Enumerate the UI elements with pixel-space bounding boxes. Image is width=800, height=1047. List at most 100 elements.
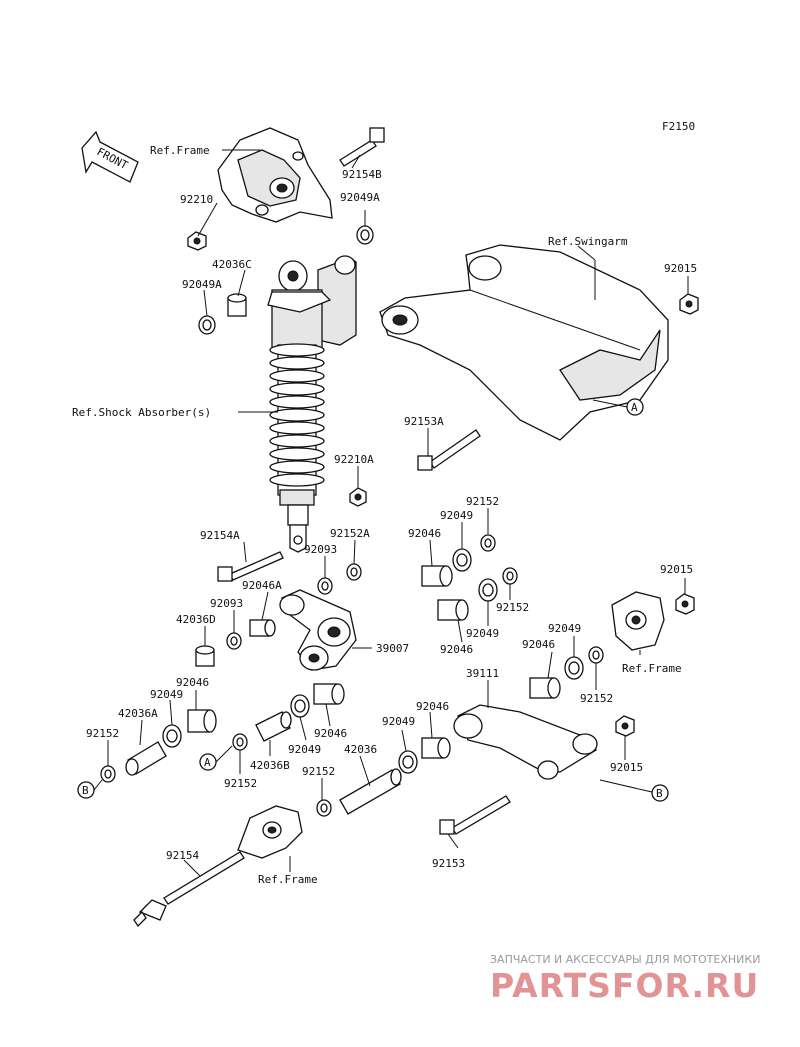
nut-92210 bbox=[187, 231, 207, 251]
ref-b-marker-right: B bbox=[651, 784, 669, 802]
washer-92049-top bbox=[452, 548, 472, 572]
frame-bracket-top bbox=[217, 127, 333, 223]
washer-92152a bbox=[346, 563, 362, 581]
label-92152-c: 92152 bbox=[224, 777, 257, 790]
svg-text:A: A bbox=[631, 401, 638, 414]
watermark: ЗАПЧАСТИ И АКСЕССУАРЫ ДЛЯ МОТОТЕХНИКИ PA… bbox=[490, 953, 760, 1005]
shock-lower bbox=[279, 489, 315, 553]
nut-92015-bottom bbox=[615, 715, 635, 737]
label-92153: 92153 bbox=[432, 857, 465, 870]
washer-92152-mid bbox=[502, 567, 518, 585]
label-92046a: 92046A bbox=[242, 579, 282, 592]
label-92093-a: 92093 bbox=[304, 543, 337, 556]
label-92154b: 92154B bbox=[342, 168, 382, 181]
bolt-92154b bbox=[339, 127, 385, 167]
label-42036a: 42036A bbox=[118, 707, 158, 720]
label-42036d: 42036D bbox=[176, 613, 216, 626]
bushing-92046-mid bbox=[437, 599, 469, 621]
washer-92049a-left bbox=[198, 315, 216, 335]
spring-coil bbox=[269, 382, 325, 396]
label-39111: 39111 bbox=[466, 667, 499, 680]
washer-92152-l bbox=[100, 765, 116, 783]
label-ref-frame-top: Ref.Frame bbox=[150, 144, 210, 157]
label-92049a-top: 92049A bbox=[340, 191, 380, 204]
leader-lines bbox=[93, 149, 689, 877]
spring-coil bbox=[269, 473, 325, 487]
frame-bracket-bottom bbox=[237, 805, 303, 859]
label-92152a: 92152A bbox=[330, 527, 370, 540]
washer-92093-b bbox=[226, 632, 242, 650]
collar-42036c bbox=[227, 293, 247, 317]
washer-92049-mid bbox=[478, 578, 498, 602]
bushing-92046-l bbox=[187, 709, 217, 733]
label-ref-swingarm: Ref.Swingarm bbox=[548, 235, 628, 248]
label-92152-l: 92152 bbox=[86, 727, 119, 740]
label-42036: 42036 bbox=[344, 743, 377, 756]
label-92049-top: 92049 bbox=[440, 509, 473, 522]
collar-42036a bbox=[125, 741, 167, 776]
label-92152-r: 92152 bbox=[580, 692, 613, 705]
bushing-92046a bbox=[249, 619, 276, 637]
collar-42036b bbox=[255, 711, 292, 742]
bolt-92153a bbox=[417, 429, 481, 471]
figure-code: F2150 bbox=[662, 120, 695, 133]
watermark-tagline: ЗАПЧАСТИ И АКСЕССУАРЫ ДЛЯ МОТОТЕХНИКИ bbox=[490, 953, 760, 966]
label-92153a: 92153A bbox=[404, 415, 444, 428]
label-92152-c2: 92152 bbox=[302, 765, 335, 778]
watermark-logo: PARTSFOR.RU bbox=[490, 966, 759, 1005]
nut-92015-right bbox=[675, 593, 695, 615]
label-92154a: 92154A bbox=[200, 529, 240, 542]
ref-b-marker-left: B bbox=[77, 781, 95, 799]
bolt-92153 bbox=[439, 795, 511, 835]
label-92049-c: 92049 bbox=[288, 743, 321, 756]
washer-92152-top bbox=[480, 534, 496, 552]
label-ref-shock: Ref.Shock Absorber(s) bbox=[72, 406, 211, 419]
label-92049-c2: 92049 bbox=[382, 715, 415, 728]
washer-92152-c2 bbox=[316, 799, 332, 817]
label-92015-right: 92015 bbox=[660, 563, 693, 576]
svg-text:A: A bbox=[204, 756, 211, 769]
ref-a-marker-left: A bbox=[199, 753, 217, 771]
washer-92049-c2 bbox=[398, 750, 418, 774]
label-92015-bottom: 92015 bbox=[610, 761, 643, 774]
label-92210a: 92210A bbox=[334, 453, 374, 466]
shock-spring bbox=[269, 343, 325, 487]
washer-92049a-top bbox=[356, 225, 374, 245]
collar-42036 bbox=[339, 768, 402, 815]
label-92046-l: 92046 bbox=[176, 676, 209, 689]
label-92049-r: 92049 bbox=[548, 622, 581, 635]
label-92049a-left: 92049A bbox=[182, 278, 222, 291]
label-92049-l: 92049 bbox=[150, 688, 183, 701]
spring-coil bbox=[269, 434, 325, 448]
svg-text:B: B bbox=[82, 784, 89, 797]
spring-coil bbox=[269, 343, 325, 357]
part-labels: Ref.Frame 92154B 92210 92049A 42036C 920… bbox=[72, 144, 697, 886]
spring-coil bbox=[269, 408, 325, 422]
washer-92152-r bbox=[588, 646, 604, 664]
tie-rod-39111 bbox=[453, 704, 598, 780]
bushing-92046-r bbox=[529, 677, 561, 699]
label-92154: 92154 bbox=[166, 849, 199, 862]
washer-92152-c bbox=[232, 733, 248, 751]
label-ref-frame-right: Ref.Frame bbox=[622, 662, 682, 675]
label-92046-c: 92046 bbox=[314, 727, 347, 740]
label-92210: 92210 bbox=[180, 193, 213, 206]
collar-42036d bbox=[195, 645, 215, 667]
front-arrow-icon: FRONT bbox=[81, 130, 139, 183]
frame-bracket-right bbox=[611, 591, 665, 651]
spring-coil bbox=[269, 356, 325, 370]
label-92152-mid: 92152 bbox=[496, 601, 529, 614]
rocker-arm-39007 bbox=[279, 589, 357, 671]
label-42036b: 42036B bbox=[250, 759, 290, 772]
label-92046-mid: 92046 bbox=[440, 643, 473, 656]
label-42036c: 42036C bbox=[212, 258, 252, 271]
bushing-92046-c2 bbox=[421, 737, 451, 759]
spring-coil bbox=[269, 460, 325, 474]
label-92046-c2: 92046 bbox=[416, 700, 449, 713]
nut-92015-top bbox=[679, 293, 699, 315]
label-ref-frame-bottom: Ref.Frame bbox=[258, 873, 318, 886]
label-92015-top: 92015 bbox=[664, 262, 697, 275]
spring-coil bbox=[269, 395, 325, 409]
spring-coil bbox=[269, 421, 325, 435]
